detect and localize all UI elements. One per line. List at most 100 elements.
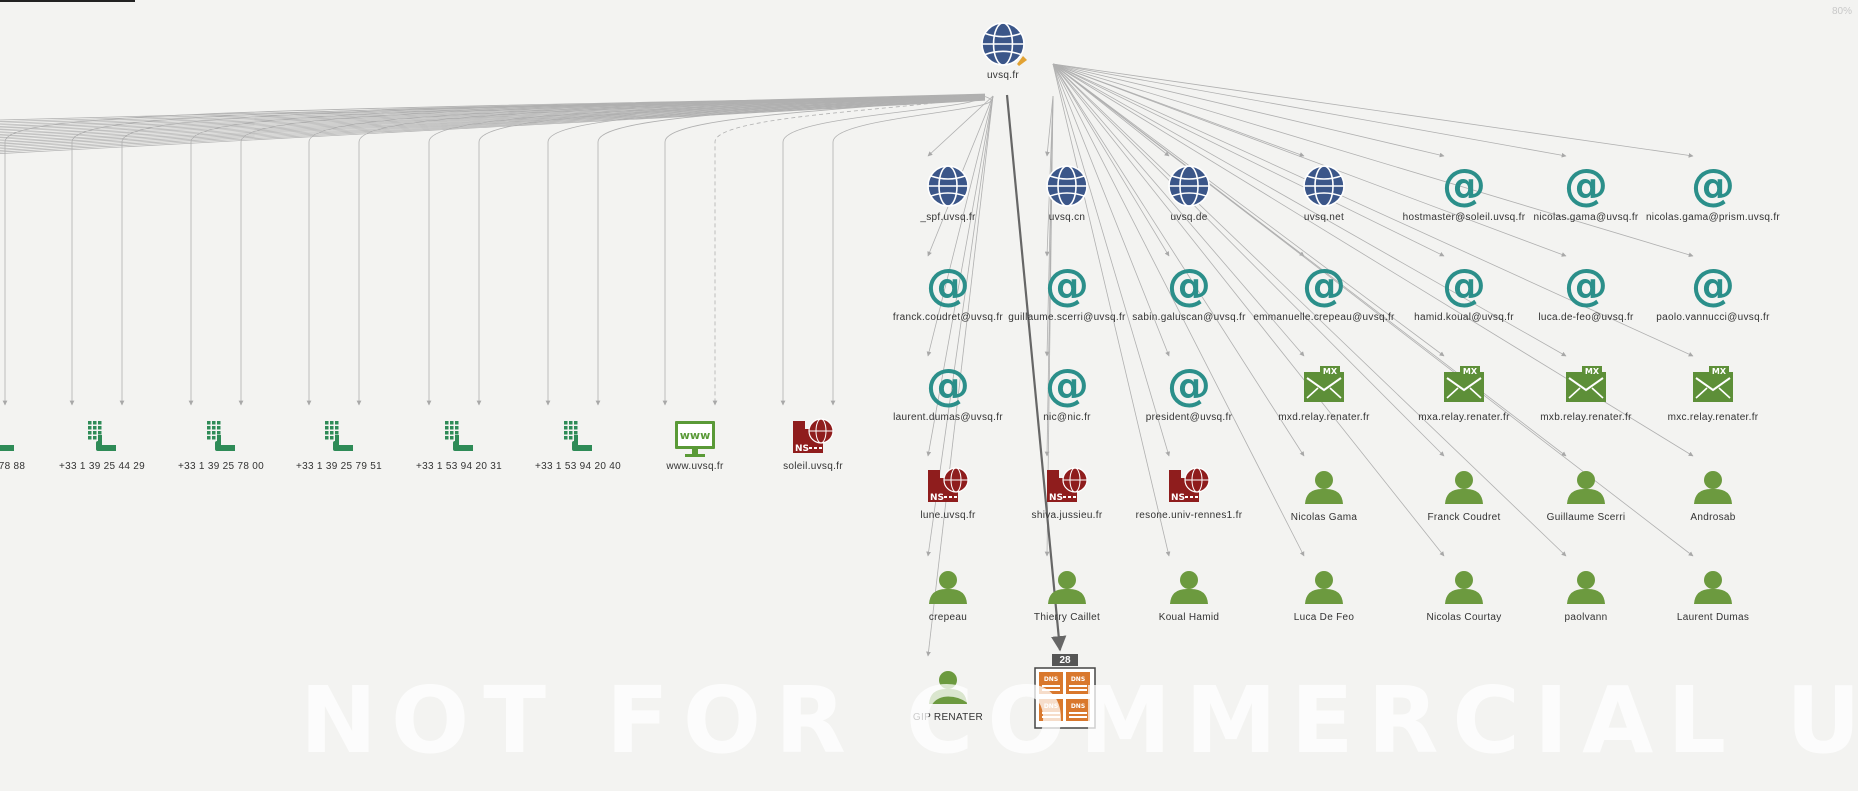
- node-label: +33 1 53 94 20 40: [535, 461, 621, 472]
- node-label: Luca De Feo: [1294, 612, 1355, 623]
- node-domain[interactable]: _spf.uvsq.fr: [919, 165, 976, 223]
- person-icon: [1567, 471, 1605, 504]
- node-email[interactable]: @franck.coudret@uvsq.fr: [893, 260, 1003, 323]
- node-label: GIP RENATER: [913, 712, 983, 723]
- edge-n_ns_soleil: [830, 95, 992, 406]
- node-label: Laurent Dumas: [1677, 612, 1749, 623]
- node-domain[interactable]: uvsq.de: [1168, 165, 1210, 223]
- node-person[interactable]: Franck Coudret: [1427, 471, 1500, 523]
- nameserver-icon: NS: [928, 467, 969, 503]
- svg-text:www: www: [680, 429, 711, 442]
- node-person[interactable]: Androsab: [1690, 471, 1735, 523]
- node-person[interactable]: Koual Hamid: [1159, 571, 1220, 623]
- node-label: uvsq.cn: [1049, 212, 1086, 223]
- top-rule: [0, 0, 135, 2]
- node-phone[interactable]: +33 1 53 94 20 40: [535, 421, 621, 472]
- edge-e11: [926, 95, 994, 357]
- node-email[interactable]: @hamid.koual@uvsq.fr: [1414, 260, 1514, 323]
- node-person[interactable]: Thierry Caillet: [1034, 571, 1100, 623]
- person-icon: [929, 671, 967, 704]
- node-person[interactable]: Nicolas Courtay: [1426, 571, 1501, 623]
- node-label: hamid.koual@uvsq.fr: [1414, 312, 1514, 323]
- node-phone[interactable]: +33 1 39 25 79 51: [296, 421, 382, 472]
- node-email[interactable]: @nicolas.gama@prism.uvsq.fr: [1646, 160, 1780, 223]
- node-label: +33 1 53 94 20 31: [416, 461, 502, 472]
- node-label: uvsq.net: [1304, 212, 1344, 223]
- node-phone[interactable]: +33 1 53 94 20 31: [416, 421, 502, 472]
- node-domain[interactable]: uvsq.cn: [1046, 165, 1088, 223]
- at-sign-icon: @: [1691, 260, 1735, 311]
- node-label: luca.de-feo@uvsq.fr: [1538, 312, 1634, 323]
- node-domain[interactable]: uvsq.net: [1303, 165, 1345, 223]
- node-email[interactable]: @president@uvsq.fr: [1146, 360, 1233, 423]
- edge-n_ph1: [69, 95, 984, 406]
- node-email[interactable]: @luca.de-feo@uvsq.fr: [1538, 260, 1634, 323]
- svg-text:NS: NS: [1049, 493, 1063, 503]
- edge-n_ph3: [306, 95, 984, 406]
- mail-exchanger-icon: MX: [1566, 366, 1606, 402]
- node-label: _spf.uvsq.fr: [919, 212, 976, 223]
- edge-mx2: [1052, 63, 1445, 357]
- edge-n_ph3: [356, 95, 984, 406]
- node-person[interactable]: paolvann: [1565, 571, 1608, 623]
- node-person[interactable]: Laurent Dumas: [1677, 571, 1749, 623]
- node-email[interactable]: @paolo.vannucci@uvsq.fr: [1656, 260, 1770, 323]
- nameserver-icon: NS: [1047, 467, 1088, 503]
- edge-d1: [927, 95, 994, 157]
- edge-e3: [1052, 63, 1694, 158]
- node-email[interactable]: @emmanuelle.crepeau@uvsq.fr: [1253, 260, 1395, 323]
- node-person[interactable]: crepeau: [929, 571, 967, 623]
- node-email[interactable]: @sabin.galuscan@uvsq.fr: [1132, 260, 1246, 323]
- node-label: Guillaume Scerri: [1547, 512, 1626, 523]
- nameserver-icon: NS: [1169, 467, 1210, 503]
- node-email[interactable]: @laurent.dumas@uvsq.fr: [893, 360, 1003, 423]
- node-email[interactable]: @nic@nic.fr: [1043, 360, 1091, 423]
- mail-exchanger-icon: MX: [1304, 366, 1344, 402]
- at-sign-icon: @: [1564, 160, 1608, 211]
- node-phone[interactable]: +33 1 39 25 78 00: [178, 421, 264, 472]
- edge-n_ph5: [595, 95, 984, 406]
- node-label: franck.coudret@uvsq.fr: [893, 312, 1003, 323]
- node-label: laurent.dumas@uvsq.fr: [893, 412, 1003, 423]
- edge-offscreen: [0, 97, 986, 143]
- edge-n_ph5: [545, 95, 984, 406]
- edge-n_ph2: [188, 95, 984, 406]
- node-label: nic@nic.fr: [1043, 412, 1091, 423]
- node-phone[interactable]: 78 88: [0, 421, 25, 472]
- node-person[interactable]: Nicolas Gama: [1291, 471, 1358, 523]
- at-sign-icon: @: [1167, 260, 1211, 311]
- node-person[interactable]: Luca De Feo: [1294, 571, 1355, 623]
- person-icon: [1048, 571, 1086, 604]
- edge-n_ns_soleil: [780, 95, 984, 406]
- node-phone[interactable]: +33 1 39 25 44 29: [59, 421, 145, 472]
- node-mx[interactable]: MX mxd.relay.renater.fr: [1278, 366, 1370, 423]
- node-person[interactable]: Guillaume Scerri: [1547, 471, 1626, 523]
- phone-keypad-icon: [445, 421, 473, 451]
- node-label: Koual Hamid: [1159, 612, 1220, 623]
- edge-p7: [1052, 63, 1171, 557]
- svg-text:MX: MX: [1585, 367, 1600, 376]
- person-icon: [1445, 471, 1483, 504]
- edge-p8: [1052, 63, 1305, 557]
- node-root-domain[interactable]: uvsq.fr: [981, 22, 1027, 81]
- person-icon: [1305, 471, 1343, 504]
- node-email[interactable]: @guillaume.scerri@uvsq.fr: [1008, 260, 1126, 323]
- node-email[interactable]: @nicolas.gama@uvsq.fr: [1533, 160, 1638, 223]
- edge-n_ph1: [119, 95, 984, 406]
- node-email[interactable]: @hostmaster@soleil.uvsq.fr: [1403, 160, 1526, 223]
- node-label: Androsab: [1690, 512, 1735, 523]
- edges-layer: [0, 63, 1694, 657]
- phone-keypad-icon: [564, 421, 592, 451]
- node-label: mxd.relay.renater.fr: [1278, 412, 1370, 423]
- node-person[interactable]: GIP RENATER: [913, 671, 983, 723]
